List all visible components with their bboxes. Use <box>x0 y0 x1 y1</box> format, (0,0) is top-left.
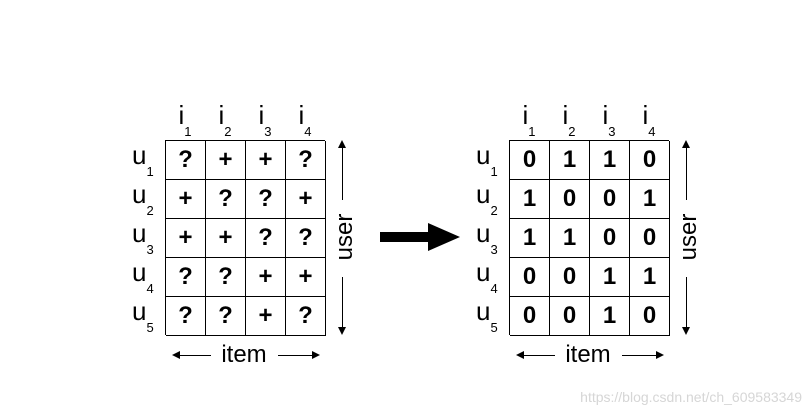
rating-grid: ?++?+??+++????++??+? <box>165 140 326 336</box>
matrix-cell: + <box>166 180 206 219</box>
row-header: u3 <box>476 218 498 258</box>
column-header: i4 <box>642 100 656 140</box>
matrix-cell: 1 <box>510 219 550 258</box>
column-header: i3 <box>602 100 616 140</box>
matrix-cell: ? <box>246 219 286 258</box>
matrix-cell: 0 <box>510 297 550 336</box>
item-axis-label: item <box>565 341 611 368</box>
matrix-cell: ? <box>166 141 206 180</box>
matrix-cell: 1 <box>590 297 630 336</box>
user-axis: user <box>331 140 365 335</box>
matrix-cell: 1 <box>510 180 550 219</box>
row-header: u4 <box>476 257 498 297</box>
matrix-cell: ? <box>286 297 326 336</box>
matrix-cell: 0 <box>510 141 550 180</box>
column-header: i1 <box>178 100 192 140</box>
arrow-down-icon <box>338 327 346 335</box>
matrix-cell: 0 <box>510 258 550 297</box>
axis-line <box>686 277 687 331</box>
row-header: u4 <box>132 257 154 297</box>
user-axis-label: user <box>675 213 702 261</box>
arrow-left-icon <box>172 351 180 359</box>
axis-line <box>178 355 211 356</box>
row-header: u1 <box>476 140 498 180</box>
row-header: u1 <box>132 140 154 180</box>
matrix-cell: 1 <box>550 219 590 258</box>
row-header: u2 <box>476 179 498 219</box>
column-headers: i1 i2 i3 i4 <box>509 100 669 140</box>
axis-line <box>622 355 658 356</box>
matrix-cell: 0 <box>630 219 670 258</box>
matrix-cell: + <box>246 258 286 297</box>
matrix-cell: 1 <box>630 258 670 297</box>
matrix-cell: 0 <box>550 258 590 297</box>
arrow-right-icon <box>656 351 664 359</box>
arrow-down-icon <box>682 327 690 335</box>
matrix-cell: 1 <box>550 141 590 180</box>
item-axis: item <box>172 341 320 369</box>
matrix-cell: 0 <box>550 297 590 336</box>
axis-line <box>342 144 343 200</box>
matrix-cell: ? <box>166 297 206 336</box>
matrix-cell: ? <box>246 180 286 219</box>
row-header: u5 <box>132 296 154 336</box>
column-headers: i1 i2 i3 i4 <box>165 100 325 140</box>
matrix-cell: 1 <box>630 180 670 219</box>
axis-line <box>686 144 687 200</box>
matrix-cell: 0 <box>630 141 670 180</box>
column-header: i1 <box>522 100 536 140</box>
item-axis-label: item <box>221 341 267 368</box>
row-header: u2 <box>132 179 154 219</box>
axis-line <box>278 355 314 356</box>
row-header: u5 <box>476 296 498 336</box>
matrix-cell: + <box>206 219 246 258</box>
matrix-cell: + <box>246 297 286 336</box>
matrix-cell: + <box>286 258 326 297</box>
row-header: u3 <box>132 218 154 258</box>
column-header: i2 <box>218 100 232 140</box>
matrix-cell: ? <box>166 258 206 297</box>
matrix-cell: 0 <box>630 297 670 336</box>
column-header: i4 <box>298 100 312 140</box>
item-axis: item <box>516 341 664 369</box>
matrix-cell: + <box>246 141 286 180</box>
matrix-cell: + <box>166 219 206 258</box>
watermark: https://blog.csdn.net/ch_609583349 <box>580 389 802 405</box>
matrix-cell: ? <box>206 297 246 336</box>
column-header: i3 <box>258 100 272 140</box>
arrow-right-icon <box>312 351 320 359</box>
matrix-cell: ? <box>206 180 246 219</box>
arrow-left-icon <box>516 351 524 359</box>
matrix-cell: + <box>206 141 246 180</box>
matrix-cell: ? <box>286 141 326 180</box>
matrix-cell: 1 <box>590 141 630 180</box>
user-axis: user <box>675 140 709 335</box>
matrix-cell: ? <box>206 258 246 297</box>
axis-line <box>342 277 343 331</box>
transform-arrow-icon <box>380 223 460 251</box>
axis-line <box>522 355 555 356</box>
column-header: i2 <box>562 100 576 140</box>
user-axis-label: user <box>331 213 358 261</box>
matrix-cell: 0 <box>550 180 590 219</box>
matrix-cell: 0 <box>590 219 630 258</box>
matrix-cell: 0 <box>590 180 630 219</box>
matrix-cell: 1 <box>590 258 630 297</box>
matrix-cell: ? <box>286 219 326 258</box>
matrix-cell: + <box>286 180 326 219</box>
